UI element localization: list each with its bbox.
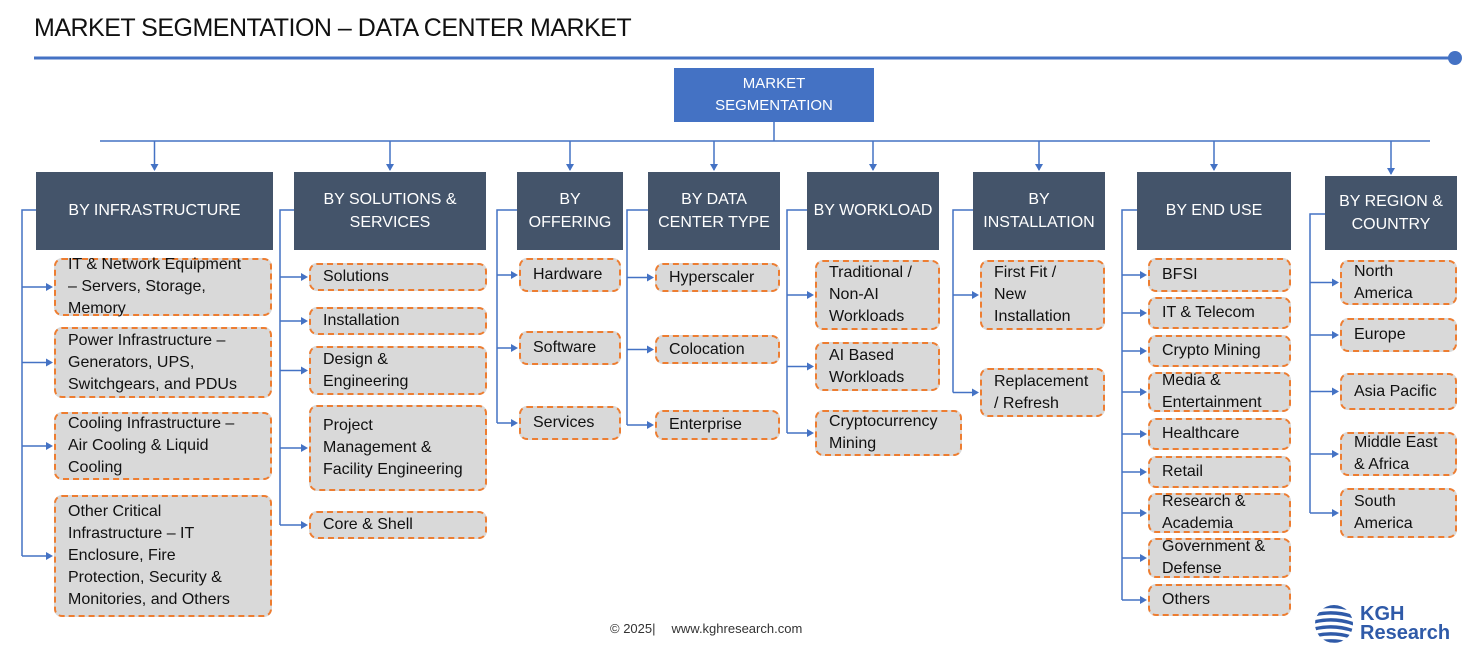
segment-item: BFSI [1148,258,1291,292]
segment-item: Government & Defense [1148,538,1291,578]
segment-item: IT & Telecom [1148,297,1291,329]
segment-item: Installation [309,307,487,335]
segment-item: Cooling Infrastructure – Air Cooling & L… [54,412,272,480]
root-node: MARKET SEGMENTATION [674,68,874,122]
website: www.kghresearch.com [671,621,803,636]
column-header: BY END USE [1137,172,1291,250]
segment-item: Europe [1340,318,1457,352]
segment-item: Colocation [655,335,780,364]
segment-item: Crypto Mining [1148,335,1291,367]
segment-item: Cryptocurrency Mining [815,410,962,456]
segment-item: Design & Engineering [309,346,487,395]
copyright: © 2025| [610,621,656,636]
segment-item: Solutions [309,263,487,291]
segment-item: Healthcare [1148,418,1291,450]
segment-item: AI Based Workloads [815,342,940,391]
segment-item: Media & Entertainment [1148,372,1291,412]
root-label: MARKET SEGMENTATION [715,75,833,114]
segment-item: Traditional / Non-AI Workloads [815,260,940,330]
globe-icon [1315,605,1353,643]
segment-item: Enterprise [655,410,780,440]
footer: © 2025| www.kghresearch.com [610,621,818,636]
column-header: BY INFRASTRUCTURE [36,172,273,250]
segment-item: Power Infrastructure – Generators, UPS, … [54,327,272,398]
column-header: BY OFFERING [517,172,623,250]
kgh-logo: KGH Research [1314,604,1450,644]
segment-item: North America [1340,260,1457,305]
segment-item: Project Management & Facility Engineerin… [309,405,487,491]
segment-item: Hyperscaler [655,263,780,292]
segment-item: Software [519,331,621,365]
segment-item: Asia Pacific [1340,373,1457,410]
segment-item: Research & Academia [1148,493,1291,533]
segment-item: Replacement / Refresh [980,368,1105,417]
segment-item: Middle East & Africa [1340,432,1457,476]
segment-item: Hardware [519,258,621,292]
segment-item: Core & Shell [309,511,487,539]
segment-item: IT & Network Equipment – Servers, Storag… [54,256,272,317]
column-header: BY SOLUTIONS & SERVICES [294,172,486,250]
column-header: BY INSTALLATION [973,172,1105,250]
page-title: MARKET SEGMENTATION – DATA CENTER MARKET [34,14,632,42]
segment-item: Others [1148,584,1291,616]
logo-text: KGH Research [1360,603,1451,644]
column-header: BY DATA CENTER TYPE [648,172,780,250]
segment-item: Services [519,406,621,440]
segment-item: First Fit / New Installation [980,260,1105,330]
column-header: BY REGION & COUNTRY [1325,176,1457,250]
segment-item: Retail [1148,456,1291,488]
segment-item: Other Critical Infrastructure – IT Enclo… [54,495,272,617]
column-header: BY WORKLOAD [807,172,939,250]
segment-item: South America [1340,488,1457,538]
title-rule-dot [1448,51,1462,65]
